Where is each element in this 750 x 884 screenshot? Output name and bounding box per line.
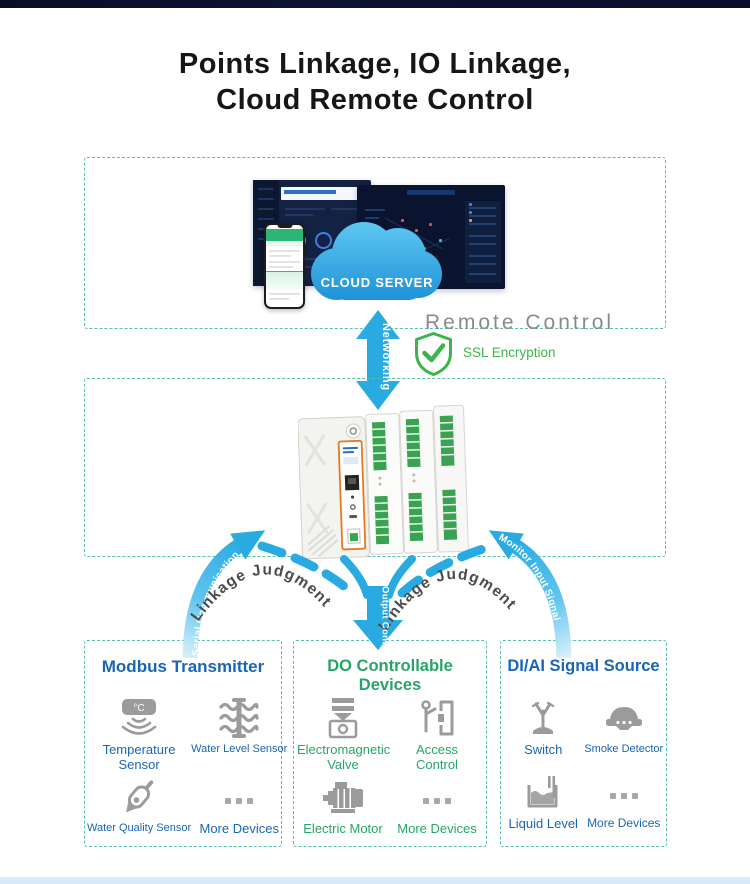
io-controller-image — [298, 404, 469, 560]
svg-text:°C: °C — [133, 703, 144, 714]
group-title: DI/AI Signal Source — [507, 657, 660, 675]
linkage-arc-left — [257, 541, 357, 598]
list-item: Access Control — [390, 693, 484, 772]
list-item: Electromagnetic Valve — [296, 693, 390, 772]
list-item: More Devices — [191, 772, 287, 840]
list-item: °C Temperature Sensor — [87, 693, 191, 772]
flow-arrows: Serial Communication Monitor Input Signa… — [182, 530, 572, 659]
page-title-line2: Cloud Remote Control — [216, 84, 534, 116]
item-label: Water Quality Sensor — [87, 822, 192, 835]
bottom-light-strip — [0, 877, 750, 884]
list-item: Liquid Level — [503, 767, 584, 841]
more-devices-icon — [415, 772, 459, 818]
networking-arrow: Networking — [356, 310, 400, 410]
networking-label: Networking — [380, 323, 392, 391]
more-devices-icon — [602, 767, 646, 813]
phone-notch — [277, 225, 292, 228]
item-label: Electromagnetic Valve — [297, 742, 391, 772]
top-dark-bar — [0, 0, 750, 8]
more-devices-icon — [217, 772, 261, 818]
list-item: More Devices — [584, 767, 665, 841]
cloud-graphic: CLOUD SERVER — [311, 222, 442, 300]
item-label: Smoke Detector — [584, 743, 664, 755]
item-label: More Devices — [397, 821, 477, 837]
electric-motor-icon — [319, 772, 367, 818]
item-label: Temperature Sensor — [102, 742, 176, 772]
water-level-sensor-icon — [217, 693, 261, 739]
group-modbus-transmitter: Modbus Transmitter °C Temperature Sensor — [84, 640, 287, 847]
linkage-arc-right — [397, 541, 497, 598]
output-control-label: Output Control — [380, 586, 391, 658]
group-do-controllable-devices: DO Controllable Devices Electromagnetic … — [293, 640, 487, 847]
monitor-input-arrow — [488, 530, 572, 659]
cloud-server-label: CLOUD SERVER — [321, 275, 434, 290]
item-label: More Devices — [199, 821, 279, 837]
phone-chart — [266, 271, 303, 290]
page-title-line1: Points Linkage, IO Linkage, — [178, 48, 572, 80]
water-quality-sensor-icon — [117, 772, 161, 818]
remote-control-label: Remote Control — [425, 311, 615, 334]
output-control-arrow — [353, 586, 403, 650]
group-title: Modbus Transmitter — [101, 657, 265, 676]
list-item: Smoke Detector — [584, 693, 665, 767]
access-control-icon — [415, 693, 459, 739]
list-item: Water Quality Sensor — [87, 772, 191, 840]
temperature-sensor-icon: °C — [116, 693, 162, 739]
serial-communication-arrow — [182, 530, 266, 659]
item-label: Electric Motor — [303, 821, 383, 837]
liquid-level-icon — [521, 767, 565, 813]
controller-panel — [84, 378, 666, 557]
group-title: DO Controllable Devices — [327, 657, 453, 694]
group-di-ai-signal-source: DI/AI Signal Source Switch — [500, 640, 667, 847]
item-label: Switch — [524, 742, 563, 757]
phone-mockup — [264, 223, 305, 309]
item-label: Access Control — [416, 742, 458, 772]
ssl-shield-icon — [415, 332, 452, 376]
switch-icon — [521, 693, 565, 739]
page-title: Points Linkage, IO Linkage, Cloud Remote… — [0, 46, 750, 118]
item-label: Liquid Level — [508, 815, 578, 831]
electromagnetic-valve-icon — [321, 693, 365, 739]
list-item: Water Level Sensor — [191, 693, 287, 772]
smoke-detector-icon — [601, 693, 647, 739]
cloud-server-panel: CLOUD SERVER Remote Control — [84, 157, 666, 334]
item-label: Water Level Sensor — [191, 743, 288, 755]
list-item: More Devices — [390, 772, 484, 840]
list-item: Electric Motor — [296, 772, 390, 840]
item-label: More Devices — [587, 815, 661, 830]
list-item: Switch — [503, 693, 584, 767]
ssl-encryption-label: SSL Encryption — [463, 345, 556, 360]
